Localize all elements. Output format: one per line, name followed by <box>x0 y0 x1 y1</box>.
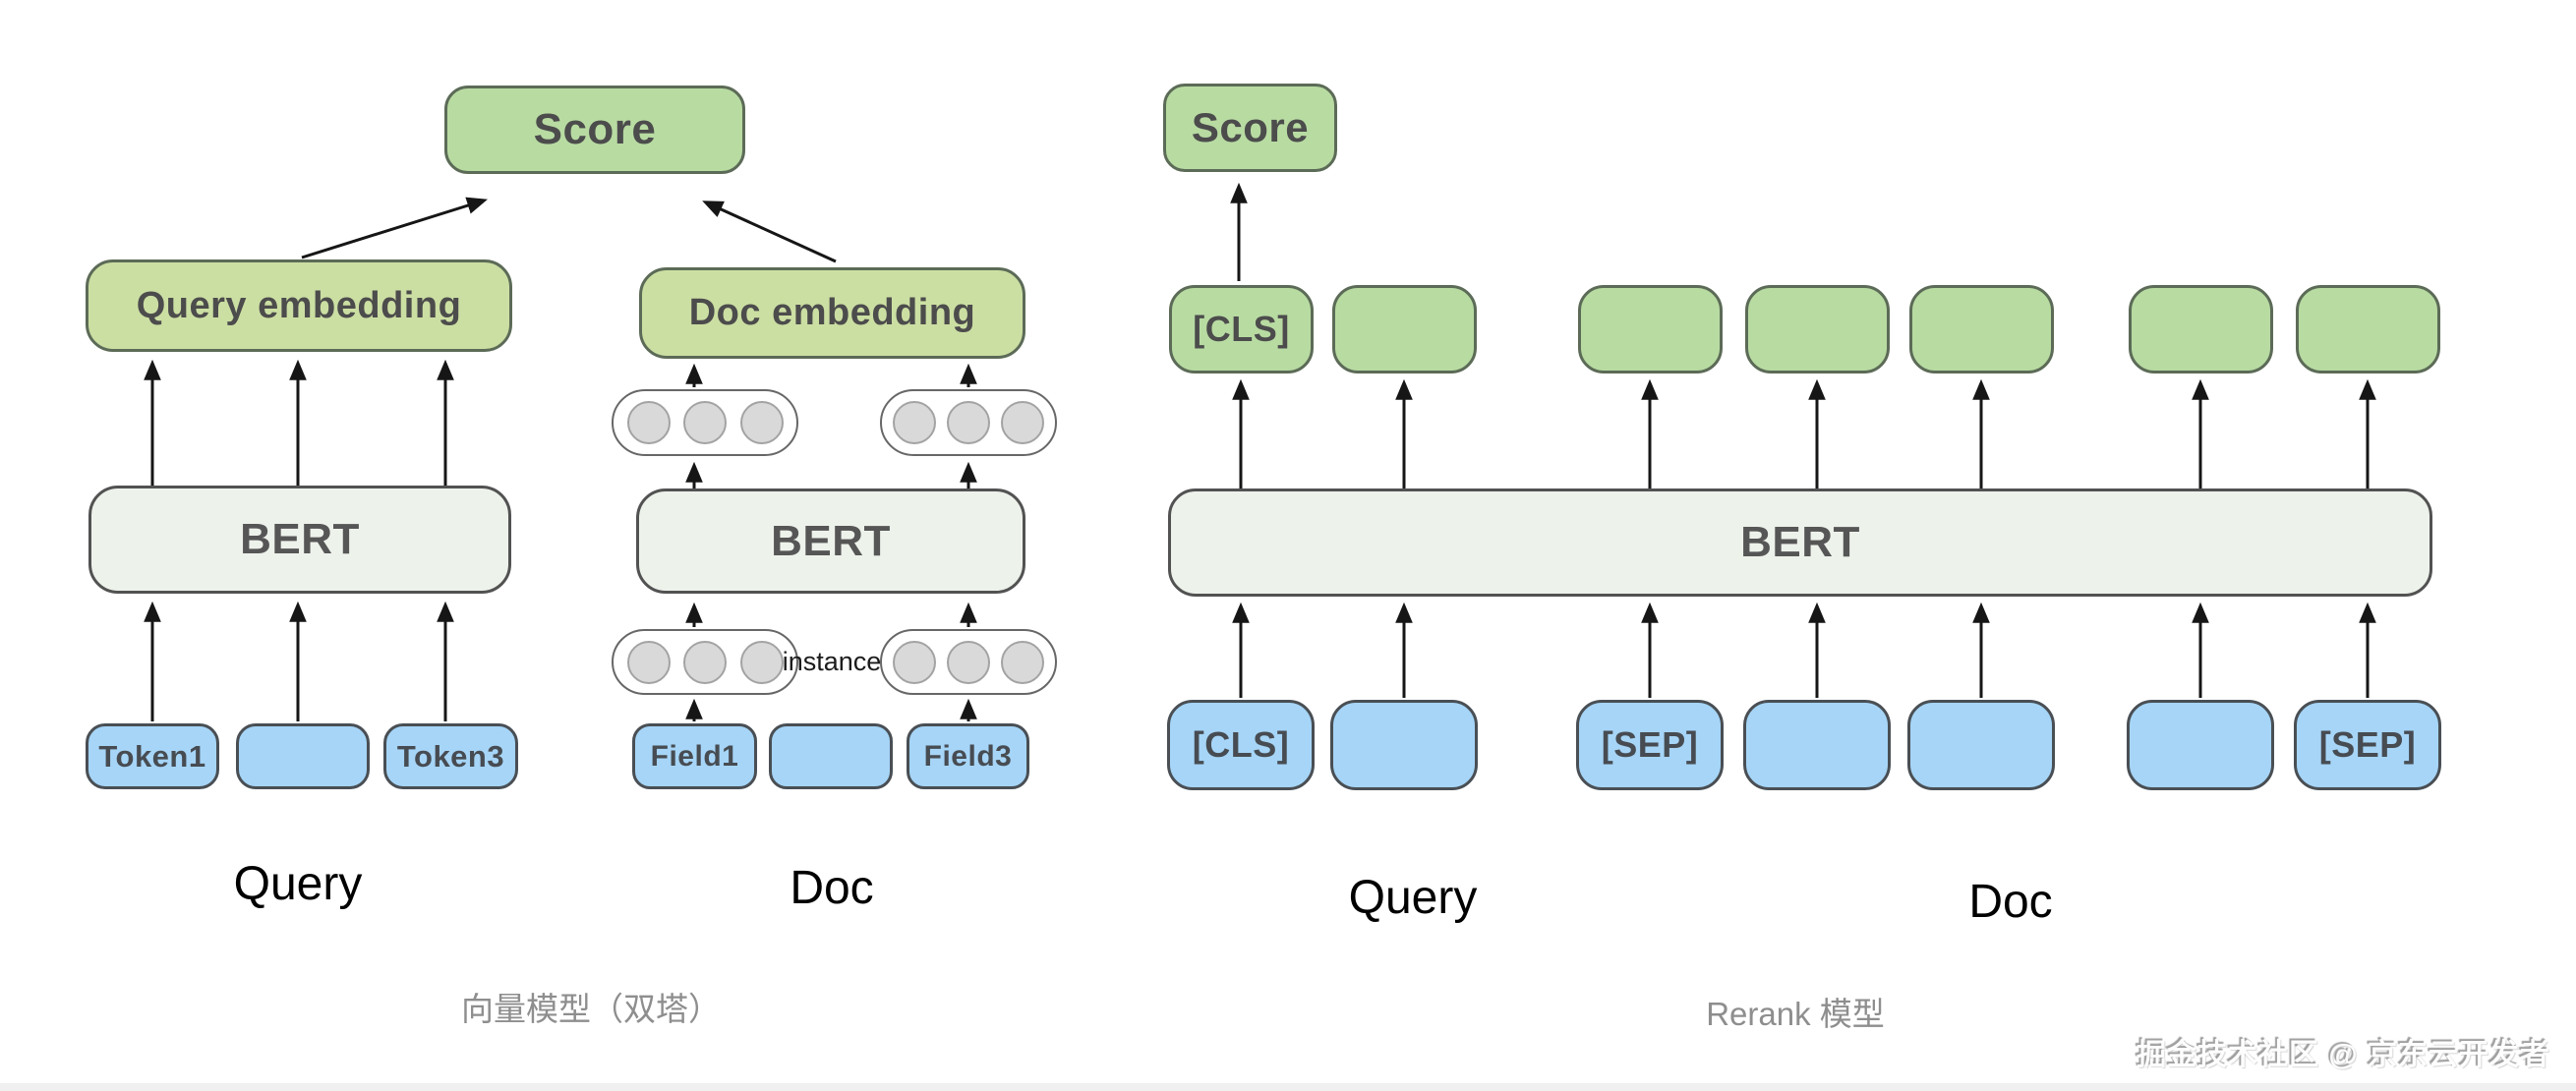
rerank-bert-box: BERT <box>1168 488 2432 597</box>
doc-embedding-box: Doc embedding <box>639 267 1025 359</box>
query-tower-label: Query <box>233 858 363 910</box>
embedding-dot <box>626 640 671 684</box>
query-bert-box: BERT <box>88 486 511 594</box>
rerank-doc-label: Doc <box>1968 876 2053 928</box>
rerank-input-box <box>1743 700 1891 790</box>
doc-upper-instance-capsule-left <box>612 389 798 456</box>
embedding-dot <box>739 401 784 444</box>
doc-field1-box: Field1 <box>632 723 757 789</box>
rerank-output-box <box>2129 285 2273 373</box>
embedding-dot <box>683 401 727 444</box>
watermark: 掘金技术社区 @ 京东云开发者 <box>2137 1039 2550 1071</box>
rerank-query-label: Query <box>1348 872 1478 924</box>
embedding-dot <box>947 640 990 684</box>
doc-field2-box <box>769 723 893 789</box>
embedding-dot <box>626 401 671 444</box>
dual-tower-score-box: Score <box>444 86 745 174</box>
doc-bert-box: BERT <box>636 488 1025 594</box>
doc-field3-box: Field3 <box>907 723 1029 789</box>
embedding-dot <box>739 640 784 684</box>
query-token1-box: Token1 <box>86 723 219 789</box>
bottom-strip <box>0 1083 2576 1091</box>
instance-label: instance <box>782 647 882 676</box>
rerank-input-sep-box: [SEP] <box>1576 700 1724 790</box>
embedding-dot <box>893 401 936 444</box>
embedding-dot <box>893 640 936 684</box>
rerank-input-box <box>1907 700 2055 790</box>
rerank-input-sep-box: [SEP] <box>2294 700 2441 790</box>
embedding-dot <box>947 401 990 444</box>
rerank-caption: Rerank 模型 <box>1706 996 1885 1032</box>
doc-lower-instance-capsule-right <box>880 629 1057 695</box>
query-embedding-box: Query embedding <box>86 259 512 352</box>
rerank-input-cls-box: [CLS] <box>1167 700 1315 790</box>
query-token2-box <box>236 723 370 789</box>
rerank-input-box <box>2127 700 2274 790</box>
doc-upper-instance-capsule-right <box>880 389 1057 456</box>
rerank-score-box: Score <box>1163 84 1337 172</box>
rerank-output-box <box>1745 285 1890 373</box>
embedding-dot <box>1001 640 1044 684</box>
rerank-output-box <box>1909 285 2054 373</box>
rerank-output-box <box>2296 285 2440 373</box>
embedding-dot <box>1001 401 1044 444</box>
rerank-output-box <box>1578 285 1723 373</box>
rerank-output-cls-box: [CLS] <box>1169 285 1314 373</box>
embedding-dot <box>683 640 727 684</box>
query-token3-box: Token3 <box>383 723 518 789</box>
doc-lower-instance-capsule-left <box>612 629 798 695</box>
rerank-input-box <box>1330 700 1478 790</box>
doc-tower-label: Doc <box>790 862 874 914</box>
dual-tower-caption: 向量模型（双塔） <box>461 991 721 1027</box>
rerank-output-box <box>1332 285 1477 373</box>
